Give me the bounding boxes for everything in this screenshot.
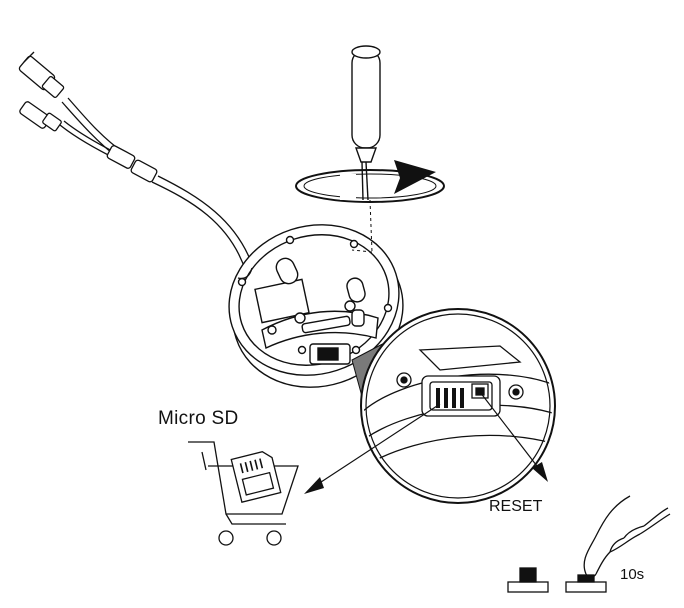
cable-junction [106, 145, 158, 183]
reset-button-released-icon [507, 567, 549, 593]
reset-pointer-arrow [479, 391, 548, 482]
screwdriver-icon [351, 45, 381, 201]
rj45-connector [18, 51, 65, 98]
hold-time-label: 10s [620, 566, 645, 583]
zoom-detail-circle [360, 308, 556, 504]
reset-label: RESET [489, 498, 543, 515]
reset-button-pressed-icon [565, 574, 607, 593]
power-connector [19, 101, 62, 132]
screw-guide-line [351, 199, 373, 253]
camera-cables [59, 97, 255, 273]
sd-card-tray-icon [188, 441, 299, 546]
dome-camera-icon [228, 224, 404, 388]
finger-press-icon [583, 495, 671, 578]
sd-card-pointer-arrow [304, 403, 441, 494]
micro-sd-label: Micro SD [158, 408, 239, 429]
rotation-arrow-icon [295, 160, 445, 203]
